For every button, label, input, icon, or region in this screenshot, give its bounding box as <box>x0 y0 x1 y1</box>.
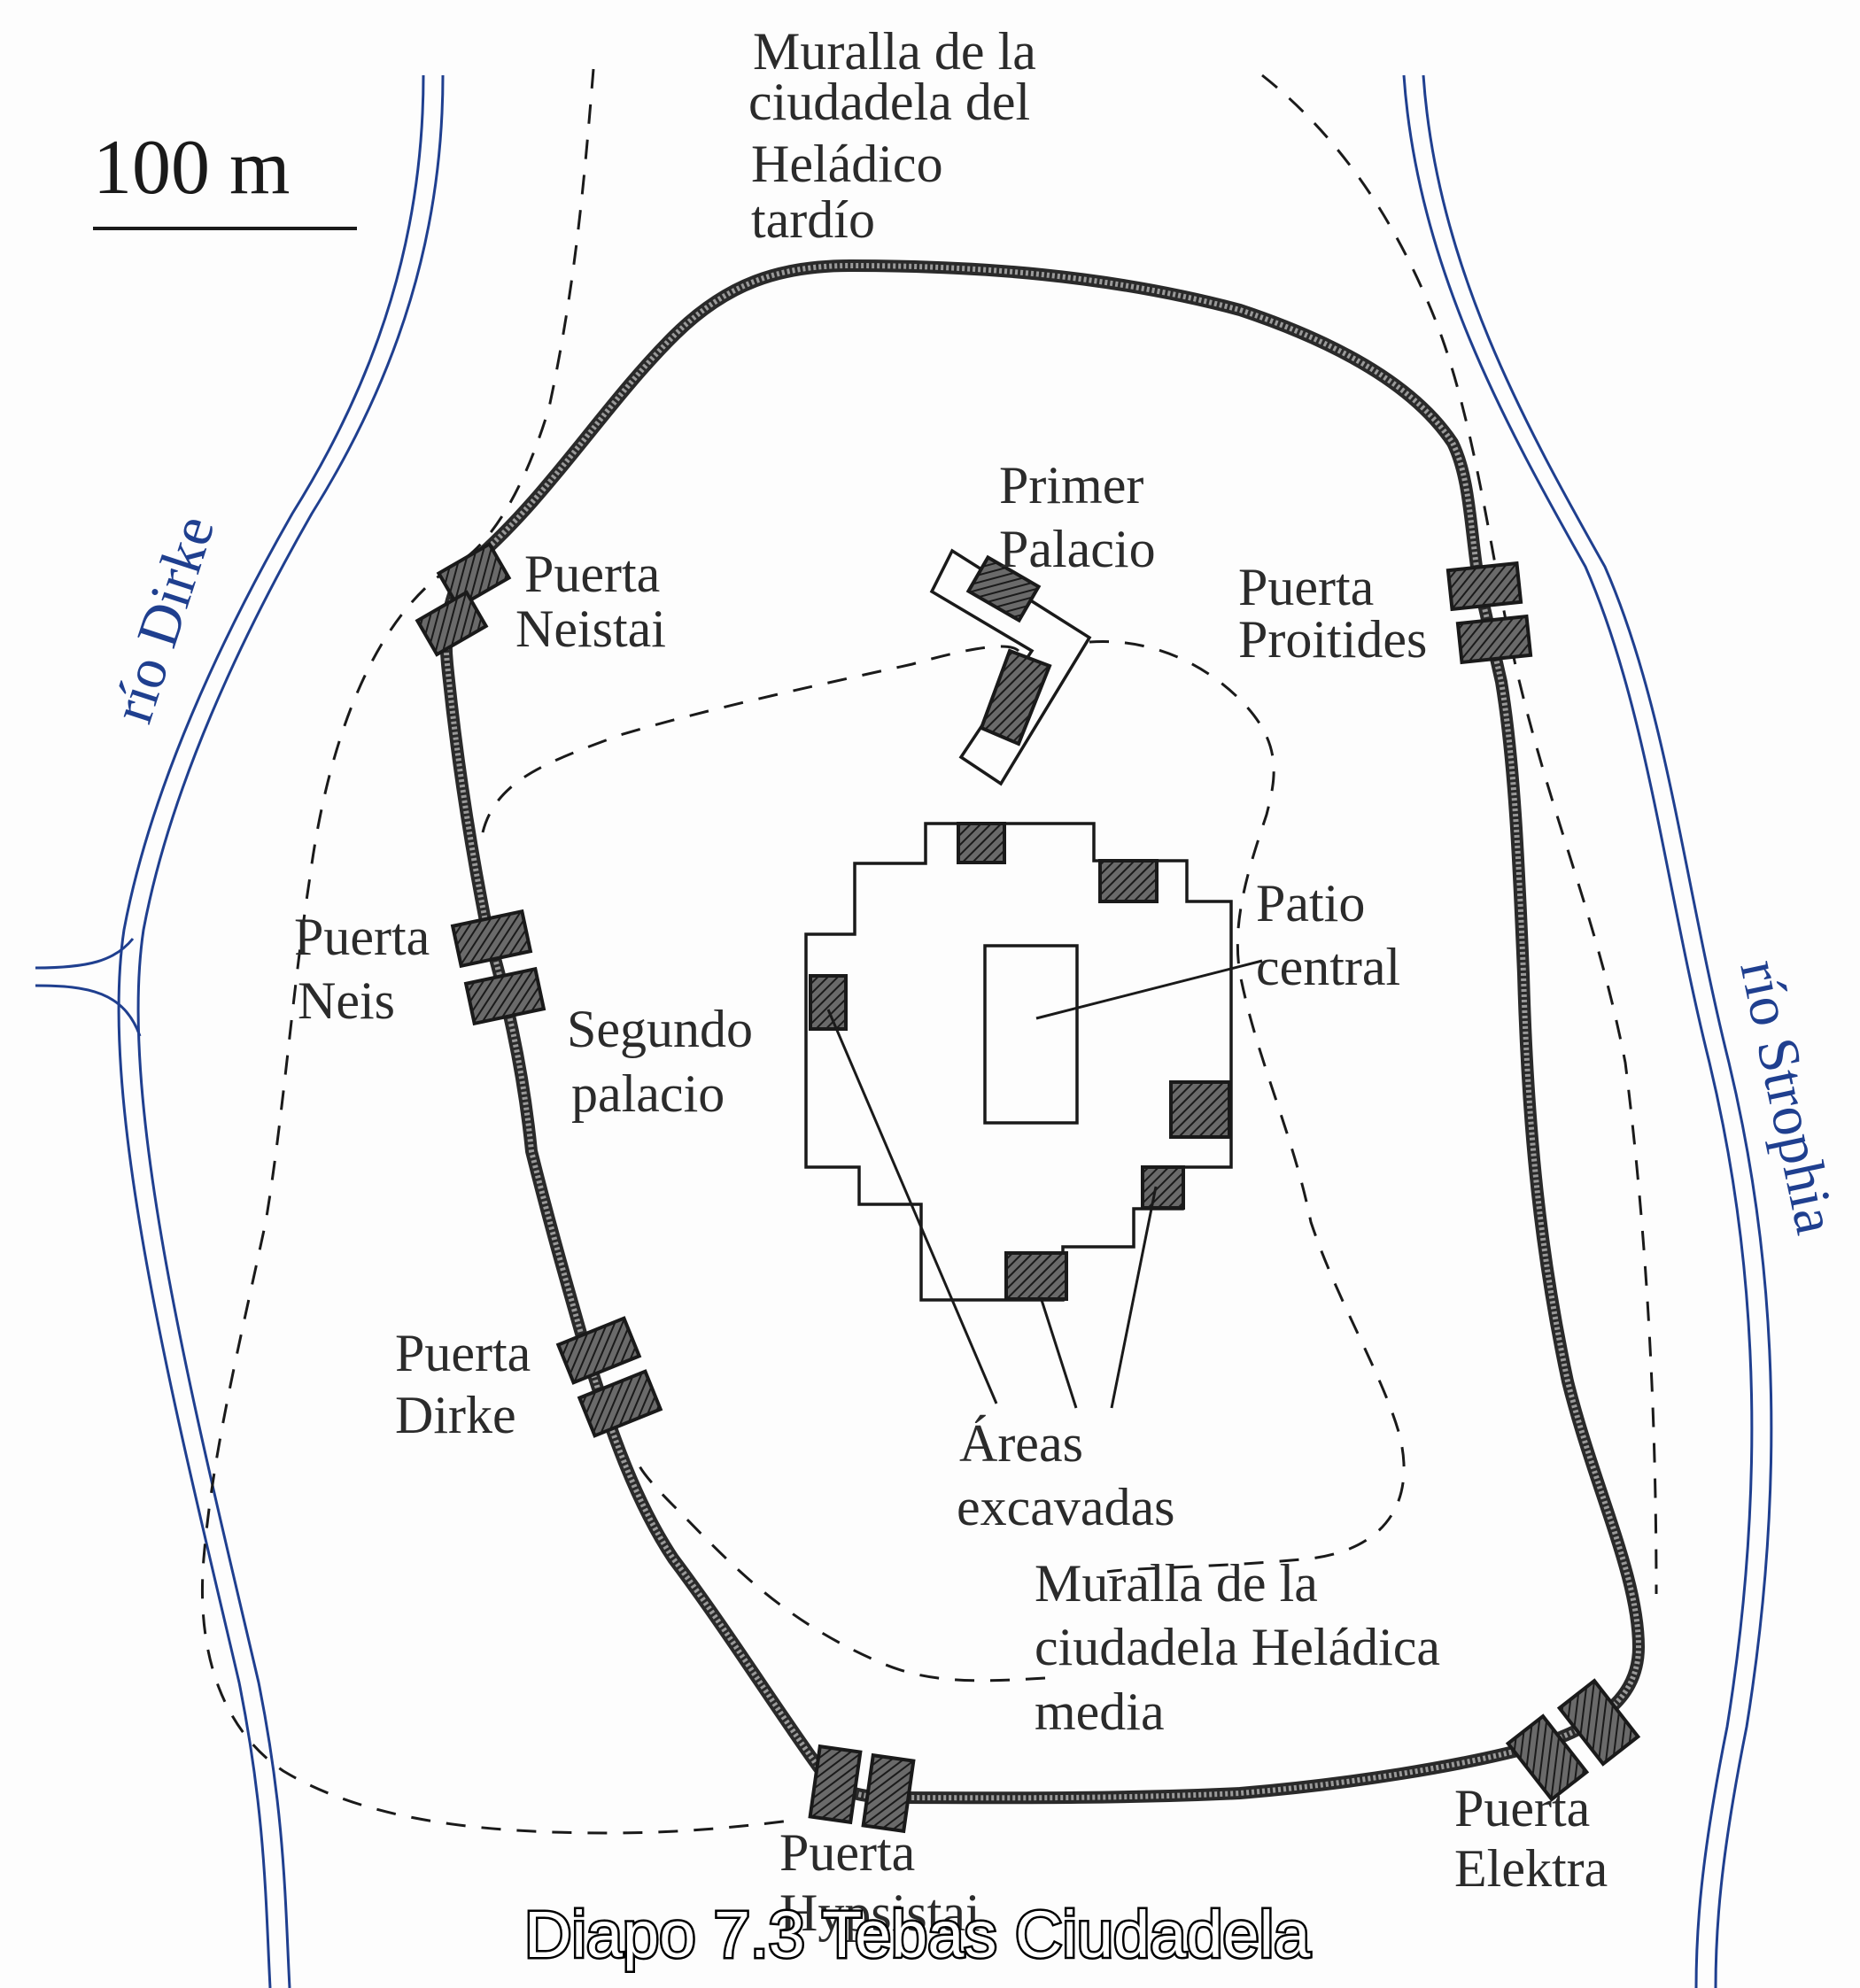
central-court-label: Patio central <box>1256 874 1400 996</box>
river-strophia <box>1402 74 1773 1988</box>
first-palace-label: Primer Palacio <box>999 456 1157 578</box>
outer-dashed-line <box>200 68 798 1835</box>
river-dirke <box>35 74 445 1988</box>
central-court-rect <box>983 944 1079 1125</box>
river-dirke-label: río Dirke <box>100 508 228 731</box>
gate-neis-towers <box>450 909 546 1026</box>
river-strophia-label: río Strophia <box>1727 955 1848 1240</box>
leader-lines <box>826 959 1263 1409</box>
second-palace <box>804 822 1233 1302</box>
middle-helladic-wall-label: Muralla de la ciudadela Heládica media <box>1035 1554 1453 1741</box>
east-dashed-line <box>1261 73 1658 1595</box>
slide-caption: Diapo 7.3 Tebas Ciudadela <box>524 1898 1311 1971</box>
gate-proitides-towers <box>1445 561 1533 665</box>
gate-hypsistai-towers <box>808 1744 916 1834</box>
gate-proitides-label: Puerta Proitides <box>1238 558 1427 669</box>
scale-bar: 100 m <box>93 125 357 230</box>
gate-neistai-label: Puerta Neistai <box>515 545 673 658</box>
gate-elektra-towers <box>1505 1678 1641 1802</box>
gate-elektra-label: Puerta Elektra <box>1454 1779 1608 1898</box>
excavated-areas-label: Áreas excavadas <box>957 1414 1175 1536</box>
second-palace-label: Segundo palacio <box>567 1000 766 1123</box>
late-helladic-wall-label: Muralla de la ciudadela del Heládico tar… <box>748 22 1050 249</box>
gate-dirke-towers <box>555 1316 663 1438</box>
gate-dirke-label: Puerta Dirke <box>395 1324 544 1444</box>
gate-neis-label: Puerta Neis <box>294 908 443 1030</box>
gate-hypsistai-label: Puerta Hypsistai <box>779 1823 980 1942</box>
gate-neistai-towers <box>415 541 512 657</box>
first-palace <box>929 548 1092 786</box>
middle-helladic-dashed-line <box>481 639 1406 1682</box>
scale-label: 100 m <box>93 125 290 211</box>
